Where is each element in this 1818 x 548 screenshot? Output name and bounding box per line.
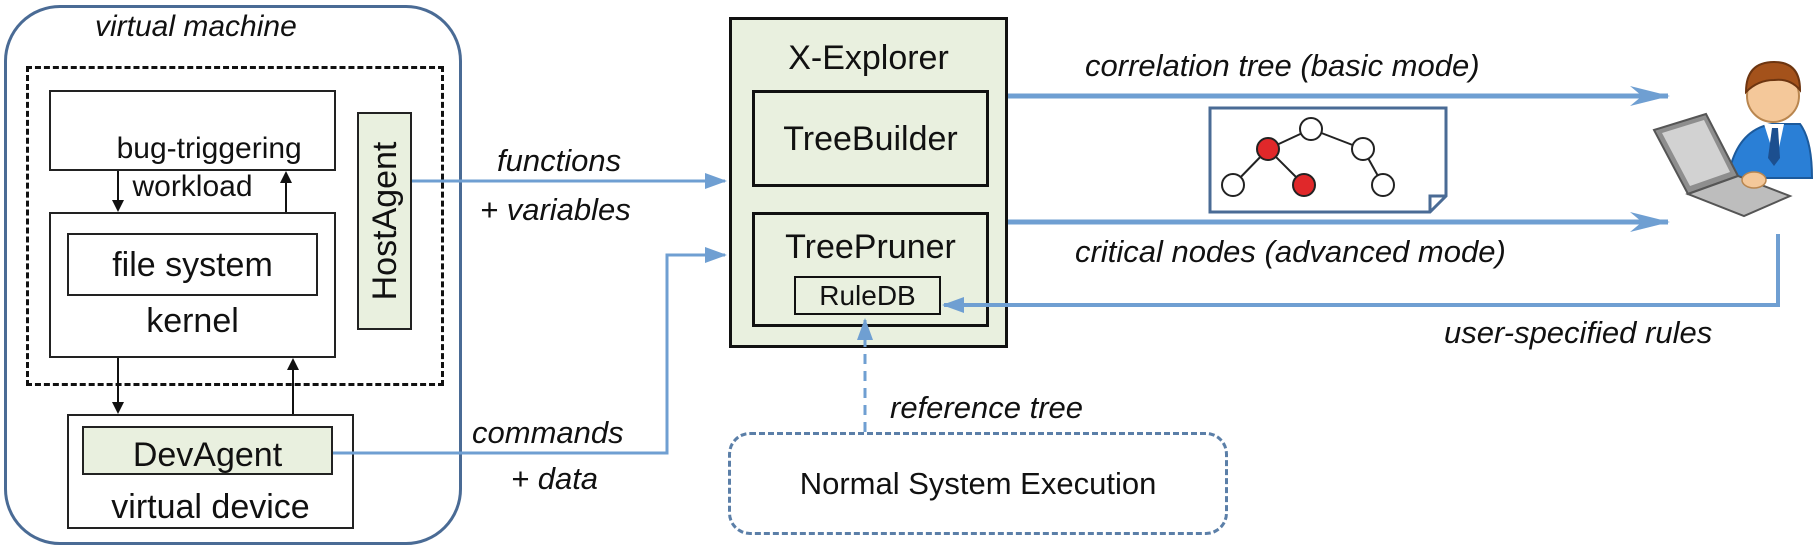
correlation-tree-label: correlation tree (basic mode) — [1085, 48, 1480, 83]
commands-label: commands — [472, 415, 624, 450]
variables-label: + variables — [480, 192, 631, 227]
ruledb-label: RuleDB — [819, 280, 916, 311]
tree-thumbnail — [1208, 106, 1448, 214]
critical-nodes-label: critical nodes (advanced mode) — [1075, 234, 1506, 269]
x-explorer-box — [729, 17, 1008, 348]
kernel-region-dashdot — [26, 66, 444, 386]
tree-node-critical — [1292, 173, 1316, 197]
commands-arrow — [333, 247, 727, 455]
hostagent-box — [357, 112, 412, 330]
functions-label: functions — [497, 143, 622, 178]
tree-node — [1299, 117, 1323, 141]
tree-node — [1221, 173, 1245, 197]
user-rules-label: user-specified rules — [1444, 315, 1713, 350]
file-system-box — [67, 233, 318, 296]
data-label: + data — [511, 461, 599, 496]
virtual-machine-title: virtual machine — [95, 10, 297, 43]
normal-execution-box — [728, 432, 1228, 535]
treebuilder-label: TreeBuilder — [783, 120, 958, 158]
vm-internal-arrows — [112, 171, 299, 414]
reference-tree-label: reference tree — [890, 390, 1083, 425]
devagent-label: DevAgent — [132, 436, 283, 474]
normal-execution-label: Normal System Execution — [799, 466, 1157, 501]
treepruner-label: TreePruner — [785, 228, 956, 266]
treebuilder-box — [752, 90, 989, 187]
virtual-machine-container — [4, 5, 462, 545]
ruledb-box — [794, 276, 941, 315]
user-rules-arrow — [942, 234, 1780, 313]
workload-box — [49, 90, 336, 171]
kernel-label: kernel — [146, 302, 239, 340]
file-system-label: file system — [112, 246, 273, 284]
tree-node — [1371, 173, 1395, 197]
devagent-box — [82, 426, 333, 475]
workload-label: bug-triggering workload — [116, 132, 302, 203]
tree-node-critical — [1256, 137, 1280, 161]
virtual-device-label: virtual device — [111, 488, 310, 526]
x-explorer-title: X-Explorer — [788, 39, 949, 77]
user-laptop-icon — [1652, 60, 1814, 218]
tree-node — [1351, 137, 1375, 161]
